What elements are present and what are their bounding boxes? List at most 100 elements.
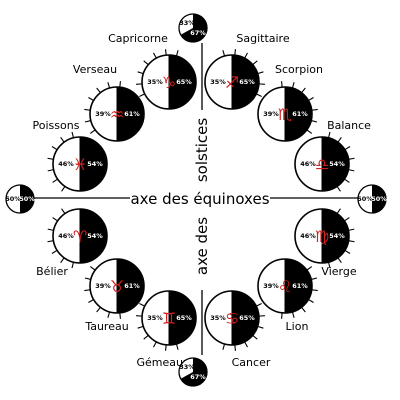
night-percent: 67% — [190, 373, 206, 381]
tick-mark — [139, 93, 145, 97]
endpoint-top: 33%67% — [178, 13, 208, 43]
tick-mark — [336, 186, 341, 192]
night-half — [232, 291, 259, 345]
night-wedge — [180, 14, 207, 43]
tick-mark — [47, 157, 54, 160]
night-percent: 54% — [329, 160, 345, 168]
night-percent: 61% — [124, 282, 140, 290]
night-half — [117, 259, 144, 313]
sign-poissons: 46%54%♓Poissons — [33, 119, 108, 192]
day-percent: 46% — [300, 232, 316, 240]
tick-mark — [311, 119, 318, 123]
sign-sagittaire: 35%65%♐Sagittaire — [204, 32, 290, 110]
tick-mark — [311, 289, 318, 292]
tick-mark — [143, 334, 149, 340]
sign-label: Gémeaux — [137, 356, 190, 369]
night-percent: 65% — [239, 314, 255, 322]
sign-capricorne: 35%65%♑Capricorne — [108, 32, 197, 110]
zodiac-symbol-icon: ♓ — [73, 155, 87, 174]
sign-label: Vierge — [321, 265, 356, 278]
tick-mark — [344, 178, 350, 183]
tick-mark — [308, 97, 314, 101]
sign-label: Bélier — [36, 265, 68, 278]
tick-mark — [244, 52, 248, 59]
tick-mark — [311, 277, 318, 281]
zodiac-symbol-icon: ♌ — [278, 277, 292, 296]
sign-label: Lion — [286, 320, 309, 333]
day-percent: 39% — [263, 282, 279, 290]
sign-label: Taureau — [84, 320, 128, 333]
tick-mark — [348, 228, 355, 231]
equinox-axis-label: axe des équinoxes — [130, 190, 269, 208]
tick-mark — [348, 169, 355, 172]
tick-mark — [234, 49, 236, 56]
tick-mark — [301, 306, 306, 313]
zodiac-symbol-icon: ♎ — [315, 155, 329, 174]
night-wedge — [180, 358, 207, 386]
tick-mark — [84, 289, 91, 292]
tick-mark — [52, 178, 58, 183]
night-percent: 54% — [329, 232, 345, 240]
tick-mark — [327, 262, 331, 269]
day-percent: 50% — [357, 195, 373, 203]
tick-mark — [327, 131, 331, 138]
tick-mark — [96, 306, 101, 313]
day-percent: 35% — [210, 78, 226, 86]
tick-mark — [139, 303, 145, 307]
endpoints-layer: 33%67%33%67%50%50%50%50% — [5, 13, 387, 387]
tick-mark — [137, 71, 144, 75]
tick-mark — [256, 93, 262, 97]
night-percent: 50% — [19, 195, 35, 203]
tick-mark — [51, 146, 58, 151]
tick-mark — [84, 277, 91, 281]
endpoint-bottom: 33%67% — [178, 357, 208, 387]
sign-scorpion: 39%61%♏Scorpion — [257, 63, 323, 142]
night-half — [232, 55, 259, 109]
night-half — [80, 137, 107, 191]
tick-mark — [344, 217, 350, 222]
tick-mark — [252, 60, 258, 66]
tick-mark — [88, 97, 94, 101]
tick-mark — [257, 325, 264, 329]
day-percent: 35% — [210, 314, 226, 322]
tick-mark — [348, 240, 355, 243]
day-percent: 39% — [95, 110, 111, 118]
day-percent: 46% — [58, 232, 74, 240]
tick-mark — [306, 266, 313, 271]
tick-mark — [244, 341, 248, 348]
tick-mark — [47, 240, 54, 243]
night-percent: 54% — [87, 160, 103, 168]
sign-balance: 46%54%♎Balance — [294, 119, 371, 192]
tick-mark — [60, 257, 65, 264]
zodiac-symbol-icon: ♒ — [110, 105, 124, 124]
sign-label: Capricorne — [108, 32, 168, 45]
tick-mark — [222, 343, 226, 350]
tick-mark — [89, 129, 96, 134]
tick-mark — [88, 299, 94, 303]
zodiac-symbol-icon: ♍ — [315, 227, 329, 246]
sign-label: Verseau — [73, 63, 117, 76]
tick-mark — [291, 311, 295, 318]
night-percent: 65% — [176, 314, 192, 322]
tick-mark — [107, 311, 111, 318]
zodiac-symbol-icon: ♑ — [162, 73, 176, 92]
day-percent: 35% — [147, 78, 163, 86]
tick-mark — [137, 325, 144, 329]
day-percent: 33% — [179, 363, 195, 371]
sign-verseau: 39%61%♒Verseau — [73, 63, 145, 142]
zodiac-symbol-icon: ♊ — [162, 309, 176, 328]
tick-mark — [165, 344, 167, 351]
tick-mark — [281, 81, 283, 88]
sign-label: Balance — [327, 119, 371, 132]
sign-cancer: 35%65%♋Cancer — [204, 290, 271, 369]
day-percent: 35% — [147, 314, 163, 322]
night-percent: 61% — [292, 282, 308, 290]
tick-mark — [306, 129, 313, 134]
tick-mark — [60, 136, 65, 143]
sign-belier: 46%54%♈Bélier — [36, 208, 108, 278]
night-half — [285, 259, 312, 313]
night-half — [372, 185, 386, 213]
sign-label: Poissons — [33, 119, 80, 132]
night-half — [322, 137, 349, 191]
